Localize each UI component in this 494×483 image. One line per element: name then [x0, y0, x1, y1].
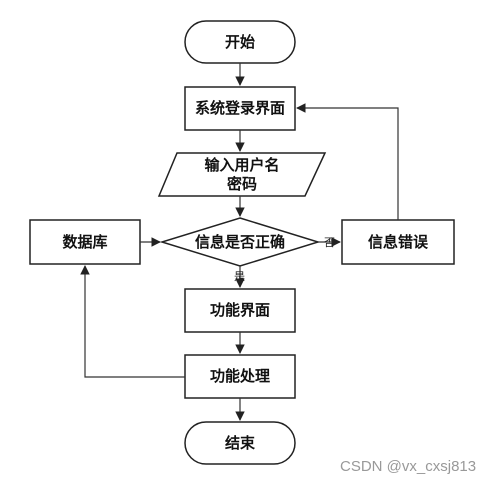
login-label: 系统登录界面	[195, 99, 285, 117]
yes-label: 是	[234, 270, 245, 283]
error-label: 信息错误	[368, 233, 429, 251]
function-process-label: 功能处理	[210, 367, 270, 385]
function-ui-node: 功能界面	[184, 288, 296, 333]
end-label: 结束	[225, 434, 256, 452]
database-node: 数据库	[29, 219, 141, 265]
error-node: 信息错误	[341, 219, 455, 265]
arrow-error-to-login	[296, 103, 399, 220]
database-label: 数据库	[62, 233, 107, 251]
arrow-process-to-database	[80, 265, 185, 378]
function-ui-label: 功能界面	[210, 301, 270, 319]
no-label: 否	[324, 236, 335, 249]
input-label-line1: 输入用户名	[204, 156, 279, 174]
function-process-node: 功能处理	[184, 354, 296, 399]
start-label: 开始	[225, 33, 255, 51]
login-node: 系统登录界面	[184, 86, 296, 131]
end-node: 结束	[184, 421, 296, 465]
input-node: 输入用户名 密码	[157, 152, 327, 197]
decision-label: 信息是否正确	[195, 233, 285, 251]
watermark-text: CSDN @vx_cxsj813	[340, 458, 476, 475]
decision-node: 信息是否正确	[159, 217, 321, 267]
start-node: 开始	[184, 20, 296, 64]
input-label-line2: 密码	[227, 175, 257, 193]
